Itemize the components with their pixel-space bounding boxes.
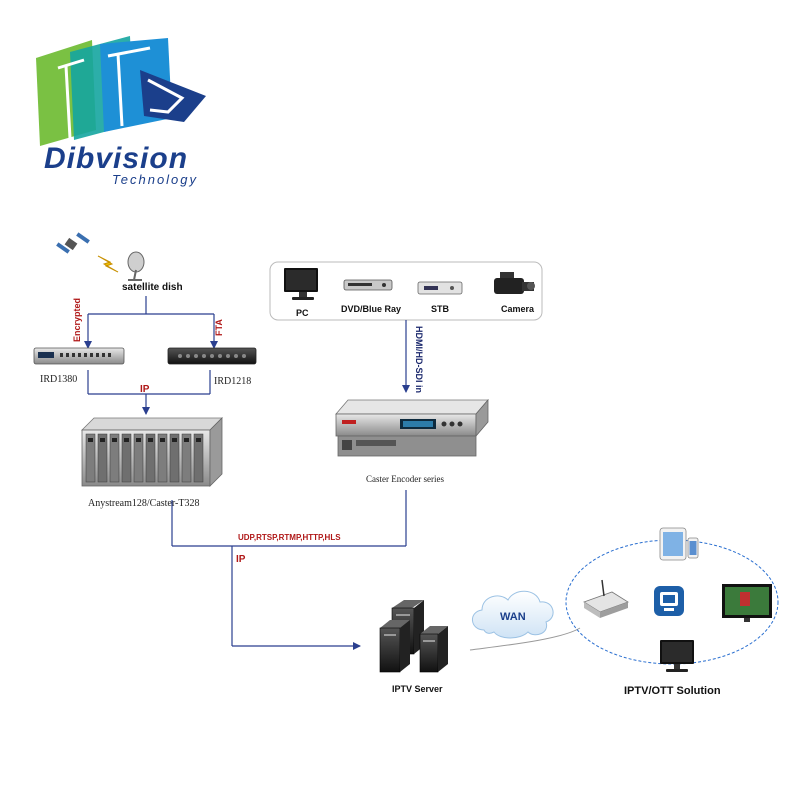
iptv-server-label: IPTV Server bbox=[392, 684, 443, 694]
satellite-dish-icon bbox=[127, 251, 145, 281]
ird-ip-label: IP bbox=[140, 384, 150, 395]
transcoder-blade bbox=[145, 433, 156, 483]
wan-label: WAN bbox=[500, 611, 526, 623]
smart-tv-icon bbox=[722, 584, 772, 622]
satellite-dish-label: satellite dish bbox=[122, 282, 183, 293]
blade-handle bbox=[136, 438, 141, 442]
hdmi-sdi-label: HDMI/HD-SDI in bbox=[414, 326, 424, 393]
signal-bolt-icon bbox=[97, 255, 119, 273]
stream-output-lines bbox=[171, 490, 407, 650]
iptv-app-icon bbox=[654, 586, 684, 616]
encrypted-label: Encrypted bbox=[72, 298, 82, 342]
iptv-server-icon bbox=[379, 600, 448, 673]
transcoder-blade bbox=[193, 433, 204, 483]
ird1218-label: IRD1218 bbox=[214, 376, 251, 387]
pc-monitor-icon bbox=[284, 268, 318, 300]
transcoder-blade bbox=[133, 433, 144, 483]
blade-handle bbox=[196, 438, 201, 442]
logo-name: Dibvision bbox=[44, 142, 188, 175]
router-icon bbox=[583, 579, 629, 618]
transcoder-label: Anystream128/Caster-T328 bbox=[88, 498, 199, 509]
source-label-pc: PC bbox=[296, 308, 309, 318]
ird1380-label: IRD1380 bbox=[40, 374, 77, 385]
camera-icon bbox=[494, 272, 535, 294]
blade-handle bbox=[172, 438, 177, 442]
blade-handle bbox=[148, 438, 153, 442]
blade-handle bbox=[184, 438, 189, 442]
company-logo: Dibvision Technology bbox=[36, 36, 206, 187]
fta-label: FTA bbox=[214, 319, 224, 336]
encoder-label: Caster Encoder series bbox=[366, 474, 444, 484]
logo-navy-block bbox=[140, 70, 206, 122]
desktop-monitor-icon bbox=[660, 640, 694, 672]
blade-handle bbox=[160, 438, 165, 442]
ird1218-device bbox=[167, 347, 257, 365]
ird-output-lines bbox=[87, 370, 211, 415]
wan-link-cable bbox=[469, 627, 581, 651]
tablet-icon bbox=[659, 527, 687, 561]
satellite-feed-lines bbox=[84, 296, 218, 349]
transcoder-blade bbox=[157, 433, 168, 483]
blade-handle bbox=[88, 438, 93, 442]
source-label-stb: STB bbox=[431, 304, 450, 314]
transcoder-blade bbox=[121, 433, 132, 483]
source-label-dvd: DVD/Blue Ray bbox=[341, 304, 401, 314]
transcoder-blade bbox=[85, 433, 96, 483]
transcoder-blade bbox=[181, 433, 192, 483]
phone-icon bbox=[687, 537, 699, 559]
logo-tagline: Technology bbox=[112, 172, 198, 187]
satellite-group: satellite dish bbox=[56, 232, 183, 293]
wan-cloud: WAN bbox=[472, 590, 554, 639]
blade-handle bbox=[100, 438, 105, 442]
stream-ip-label: IP bbox=[236, 554, 246, 565]
transcoder-blade bbox=[109, 433, 120, 483]
blade-handle bbox=[124, 438, 129, 442]
blade-handle bbox=[112, 438, 117, 442]
source-label-camera: Camera bbox=[501, 304, 535, 314]
dvd-player-icon bbox=[343, 279, 393, 291]
iptv-ott-solution-label: IPTV/OTT Solution bbox=[624, 685, 721, 697]
transcoder-blade bbox=[169, 433, 180, 483]
ird1380-device bbox=[33, 347, 125, 365]
transcoder-blades bbox=[85, 433, 204, 483]
satellite-icon bbox=[56, 232, 90, 254]
caster-encoder-device bbox=[335, 398, 489, 457]
transcoder-blade bbox=[97, 433, 108, 483]
stb-icon bbox=[417, 281, 463, 295]
protocols-label: UDP,RTSP,RTMP,HTTP,HLS bbox=[238, 533, 341, 542]
transcoder-chassis bbox=[81, 417, 223, 487]
